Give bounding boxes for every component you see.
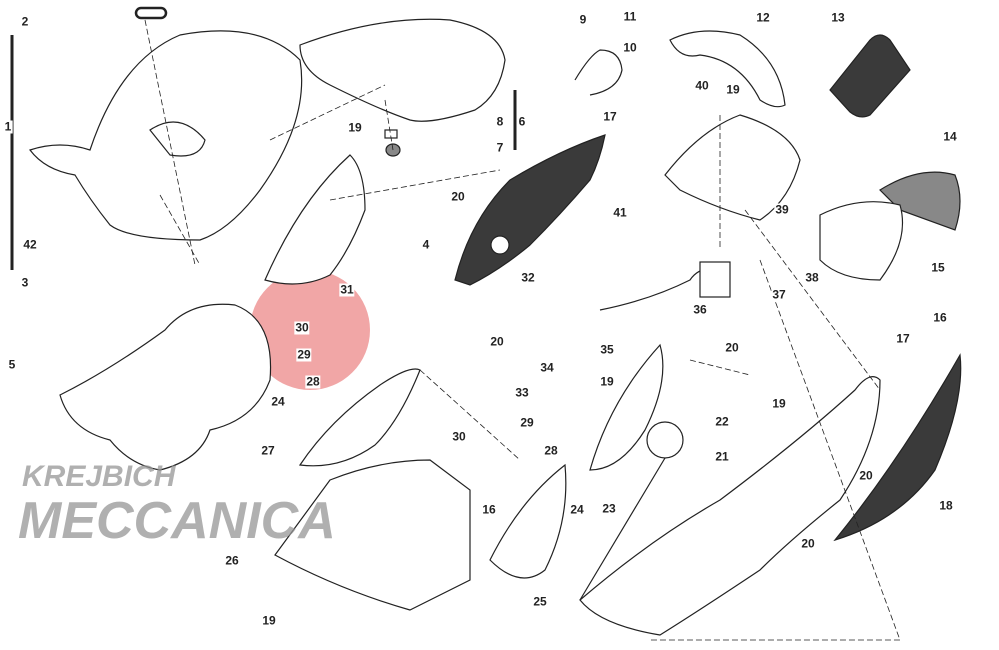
callout-number: 13 <box>830 10 846 25</box>
callout-number: 3 <box>20 275 30 290</box>
callout-number: 16 <box>481 502 497 517</box>
callout-number: 19 <box>347 120 363 135</box>
callout-number: 16 <box>932 310 948 325</box>
callout-number: 26 <box>224 553 240 568</box>
callout-number: 20 <box>800 536 816 551</box>
subframe-bracket <box>664 114 801 221</box>
side-panel-left <box>264 154 366 285</box>
callout-number: 5 <box>7 357 17 372</box>
grommet-part <box>134 6 168 20</box>
callout-number: 22 <box>714 414 730 429</box>
callout-number: 17 <box>602 109 618 124</box>
callout-number: 40 <box>694 78 710 93</box>
logo-badge <box>829 34 911 118</box>
watermark-line2: MECCANICA <box>18 492 336 550</box>
callout-number: 41 <box>612 205 628 220</box>
tail-light-housing <box>819 201 904 281</box>
side-panel-23 <box>589 343 664 471</box>
watermark-line1: KREJBICH <box>22 460 176 493</box>
rear-subframe <box>579 376 881 636</box>
callout-number: 21 <box>714 449 730 464</box>
callout-number: 18 <box>938 498 954 513</box>
callout-number: 19 <box>771 396 787 411</box>
electronics-bracket <box>454 134 606 286</box>
callout-number: 24 <box>569 502 585 517</box>
callout-number: 29 <box>519 415 535 430</box>
callout-number: 7 <box>495 140 505 155</box>
callout-number: 30 <box>294 320 310 335</box>
callout-number: 20 <box>450 189 466 204</box>
seat-lock <box>699 261 731 298</box>
ground-wire <box>574 49 623 96</box>
callout-number: 23 <box>601 501 617 516</box>
callout-number: 9 <box>578 12 588 27</box>
undertray <box>59 303 272 471</box>
callout-number: 35 <box>599 342 615 357</box>
callout-number: 20 <box>724 340 740 355</box>
grab-handle <box>669 30 786 108</box>
release-cable <box>579 457 666 601</box>
callout-number: 1 <box>3 119 13 134</box>
callout-number: 28 <box>543 443 559 458</box>
callout-number: 33 <box>514 385 530 400</box>
callout-number: 17 <box>895 331 911 346</box>
callout-number: 34 <box>539 360 555 375</box>
watermark-logo-circle <box>250 270 370 390</box>
tail-light <box>879 171 961 231</box>
callout-number: 29 <box>296 347 312 362</box>
callout-number: 36 <box>692 302 708 317</box>
callout-number: 8 <box>495 114 505 129</box>
callout-number: 2 <box>20 14 30 29</box>
callout-number: 11 <box>622 9 638 24</box>
side-cover-25 <box>489 463 567 579</box>
callout-number: 42 <box>22 237 38 252</box>
callout-number: 24 <box>270 394 286 409</box>
callout-number: 20 <box>489 334 505 349</box>
callout-number: 10 <box>622 40 638 55</box>
callout-number: 25 <box>532 594 548 609</box>
rider-seat <box>29 30 303 241</box>
callout-number: 15 <box>930 260 946 275</box>
callout-number: 14 <box>942 129 958 144</box>
callout-number: 32 <box>520 270 536 285</box>
callout-number: 19 <box>261 613 277 628</box>
callout-number: 4 <box>421 237 431 252</box>
rear-tray <box>274 459 471 611</box>
callout-number: 6 <box>517 114 527 129</box>
guide-lines <box>144 19 901 641</box>
cap-22 <box>646 421 684 459</box>
callout-number: 12 <box>755 10 771 25</box>
callout-number: 30 <box>451 429 467 444</box>
callout-number: 27 <box>260 443 276 458</box>
bracket-hole <box>490 235 510 255</box>
seat-recess <box>149 121 206 157</box>
callout-number: 19 <box>599 374 615 389</box>
tail-cover-18 <box>833 353 962 542</box>
callout-number: 39 <box>774 202 790 217</box>
callout-number: 37 <box>771 287 787 302</box>
callout-number: 28 <box>305 374 321 389</box>
callout-number: 19 <box>725 82 741 97</box>
callout-number: 38 <box>804 270 820 285</box>
callout-number: 20 <box>858 468 874 483</box>
callout-number: 31 <box>339 282 355 297</box>
passenger-seat <box>299 18 506 122</box>
